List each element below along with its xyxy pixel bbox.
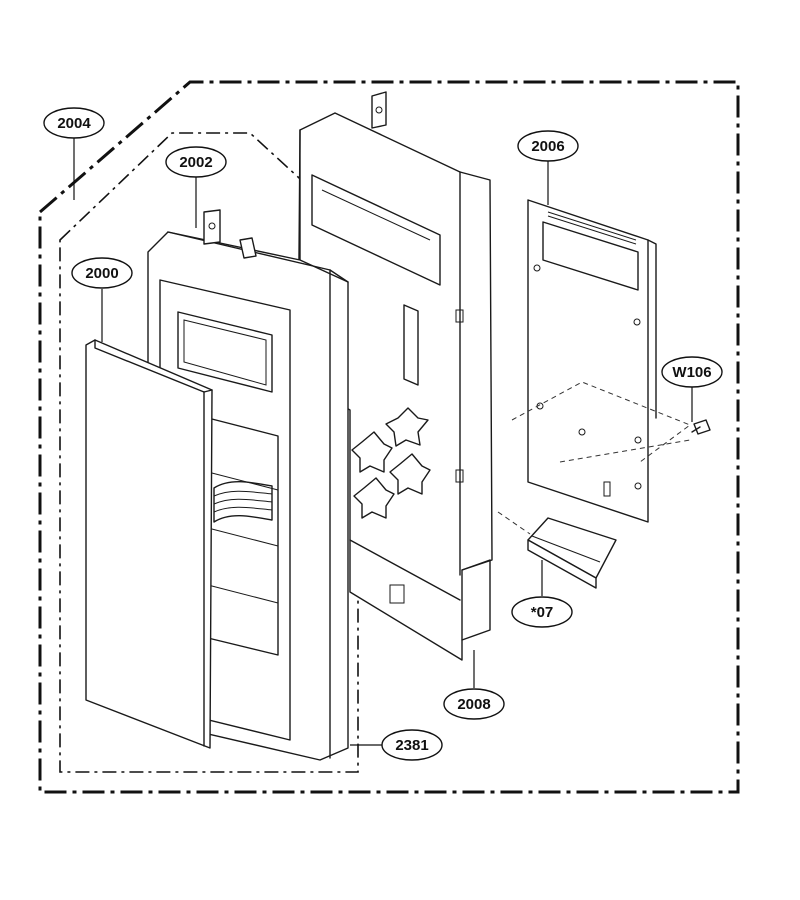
callout-2006-label: 2006 bbox=[531, 138, 564, 155]
callout-2000: 2000 bbox=[71, 257, 133, 289]
callout-2381-label: 2381 bbox=[395, 737, 428, 754]
callout-2006: 2006 bbox=[517, 130, 579, 162]
assembly-boundary-2004 bbox=[38, 80, 740, 794]
control-frame-2008 bbox=[297, 91, 493, 661]
callout-2004: 2004 bbox=[43, 107, 105, 139]
callout-07-label: *07 bbox=[531, 604, 554, 621]
callout-w106-label: W106 bbox=[672, 364, 711, 381]
callout-2002-label: 2002 bbox=[179, 154, 212, 171]
pcb-board-2006 bbox=[511, 199, 692, 523]
callout-07: *07 bbox=[511, 596, 573, 628]
cover-sheet-2000 bbox=[85, 339, 213, 749]
callout-2008: 2008 bbox=[443, 688, 505, 720]
screw-w106 bbox=[691, 419, 711, 435]
callout-2381: 2381 bbox=[381, 729, 443, 761]
callout-2004-label: 2004 bbox=[57, 115, 91, 132]
callout-w106: W106 bbox=[661, 356, 723, 388]
callout-2002: 2002 bbox=[165, 146, 227, 178]
callout-2000-label: 2000 bbox=[85, 265, 118, 282]
callout-2008-label: 2008 bbox=[457, 696, 490, 713]
block-part-07 bbox=[497, 511, 617, 589]
